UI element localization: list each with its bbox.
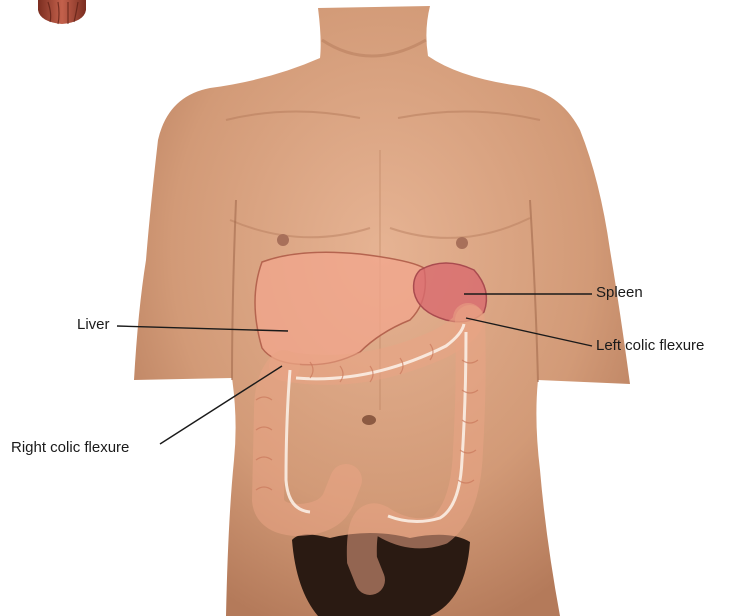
- nipple-left: [277, 234, 289, 246]
- label-spleen: Spleen: [596, 284, 643, 301]
- navel: [362, 415, 376, 425]
- label-liver: Liver: [77, 316, 110, 333]
- nipple-right: [456, 237, 468, 249]
- muscle-icon: [38, 0, 86, 24]
- label-left-colic-flexure: Left colic flexure: [596, 337, 704, 354]
- label-right-colic-flexure: Right colic flexure: [11, 439, 129, 456]
